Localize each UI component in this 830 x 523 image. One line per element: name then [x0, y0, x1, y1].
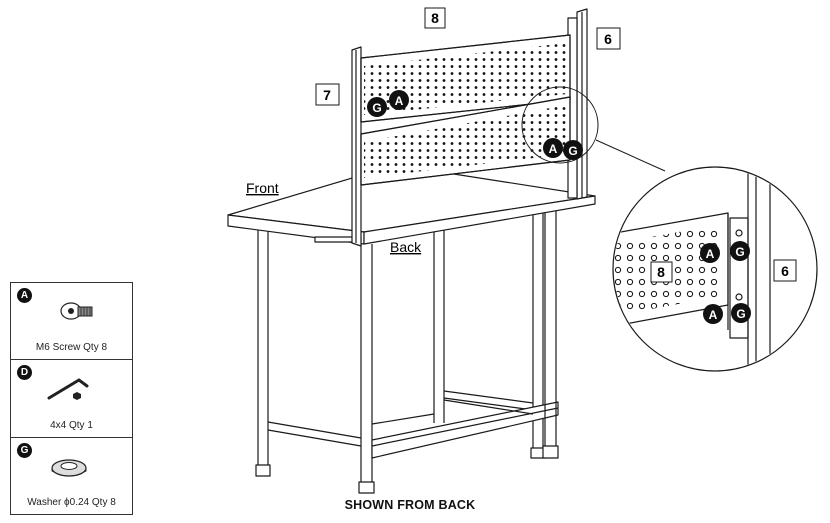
detail-marker-a-top: A: [700, 243, 720, 263]
callout-label-8: 8: [431, 10, 439, 26]
svg-text:A: A: [709, 308, 718, 322]
svg-text:G: G: [735, 245, 744, 259]
callout-box-8: 8: [424, 7, 446, 29]
detail-callout-box-6: 6: [773, 259, 797, 282]
svg-text:G: G: [736, 307, 745, 321]
part-label: M6 Screw Qty 8: [35, 342, 108, 353]
lower-pegboard: [360, 96, 571, 186]
detail-callout-label-8: 8: [657, 264, 665, 280]
part-item-screw: A M6 Screw Qty 8: [11, 283, 132, 360]
view-caption: SHOWN FROM BACK: [344, 498, 476, 512]
svg-text:A: A: [395, 94, 404, 108]
detail-marker-a-bottom: A: [703, 304, 723, 324]
middle-leg: [433, 222, 445, 423]
left-upright-post: [351, 46, 362, 247]
marker-g-upper-left: G: [367, 97, 387, 117]
part-letter-badge: D: [17, 365, 32, 380]
part-item-hex-key: D 4x4 Qty 1: [11, 360, 132, 438]
hardware-parts-list: A M6 Screw Qty 8 D 4x4 Qty 1 G Washer ϕ0…: [10, 282, 133, 515]
hex-key-icon: [47, 378, 89, 400]
right-leg-near: [542, 204, 559, 459]
right-upright-post: [567, 8, 588, 200]
detail-marker-g-top: G: [730, 241, 750, 261]
part-label: Washer ϕ0.24 Qty 8: [27, 497, 116, 508]
worktop: [227, 164, 596, 245]
back-label: Back: [390, 239, 422, 255]
svg-text:G: G: [568, 144, 577, 158]
marker-a-upper-left: A: [389, 90, 409, 110]
front-left-leg: [255, 226, 271, 477]
part-letter-badge: G: [17, 443, 32, 458]
callout-label-7: 7: [323, 87, 331, 103]
front-label: Front: [246, 180, 279, 196]
lower-stretcher: [267, 390, 559, 459]
part-letter-badge: A: [17, 288, 32, 303]
callout-box-7: 7: [315, 83, 340, 106]
svg-text:A: A: [706, 247, 715, 261]
svg-text:A: A: [549, 142, 558, 156]
detail-marker-g-bottom: G: [731, 303, 751, 323]
callout-label-6: 6: [604, 31, 612, 47]
upper-pegboard: [360, 34, 571, 123]
detail-source-circle: [521, 86, 599, 164]
detail-callout-label-6: 6: [781, 263, 789, 279]
screw-icon: [60, 302, 93, 320]
svg-text:G: G: [372, 101, 381, 115]
detail-zoom-circle: [612, 166, 818, 372]
part-item-washer: G Washer ϕ0.24 Qty 8: [11, 438, 132, 514]
callout-box-6: 6: [596, 27, 621, 50]
part-label: 4x4 Qty 1: [50, 420, 93, 431]
marker-a-lower-right: A: [543, 138, 563, 158]
marker-g-lower-right: G: [563, 140, 583, 160]
detail-callout-box-8: 8: [650, 261, 673, 283]
washer-icon: [51, 459, 87, 477]
